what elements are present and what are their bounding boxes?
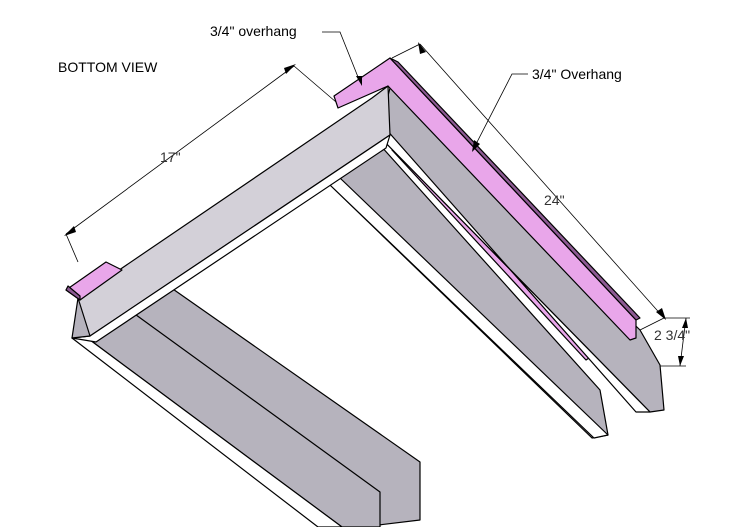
dimension-17-ext-right <box>293 65 337 103</box>
callout-overhang-top: 3/4" overhang <box>210 23 362 86</box>
callout-overhang-top-label: 3/4" overhang <box>210 23 297 39</box>
dimension-24-ext-top <box>391 43 421 59</box>
crossbar-end <box>71 297 91 339</box>
dimension-17-label: 17" <box>160 149 181 165</box>
dimension-24: 24" <box>391 42 666 331</box>
dimension-17: 17" <box>64 64 337 263</box>
dimension-depth-label: 2 3/4" <box>654 327 690 343</box>
callout-overhang-top-arrow <box>356 76 362 86</box>
overhang-left-board <box>65 261 123 301</box>
callout-overhang-side-label: 3/4" Overhang <box>532 66 622 82</box>
dimension-17-arrow-start <box>64 226 76 236</box>
callout-overhang-side-leader <box>473 73 528 149</box>
dimension-17-ext-left <box>65 233 79 263</box>
front-crossbar <box>71 85 391 343</box>
dimension-24-ext-bottom <box>639 317 665 331</box>
dimension-24-arrow-start <box>418 42 426 54</box>
dimension-24-line <box>419 43 665 319</box>
dimension-17-arrow-end <box>284 64 296 74</box>
view-label: BOTTOM VIEW <box>58 59 158 75</box>
overhang-left-side <box>65 285 81 301</box>
crossbar-top <box>77 85 391 337</box>
dimension-depth: 2 3/4" <box>654 317 690 367</box>
callout-overhang-top-leader <box>322 31 361 83</box>
callout-overhang-side-arrow <box>472 140 480 152</box>
dimension-24-arrow-end <box>656 308 666 320</box>
dimension-17-line <box>65 65 295 235</box>
dimension-depth-arrow-top <box>682 318 688 328</box>
callout-overhang-side: 3/4" Overhang <box>472 66 622 152</box>
overhang-top-side <box>389 57 641 321</box>
dimension-24-label: 24" <box>544 192 565 208</box>
dimension-depth-arrow-bottom <box>678 356 684 366</box>
overhang-top-board <box>333 57 641 341</box>
